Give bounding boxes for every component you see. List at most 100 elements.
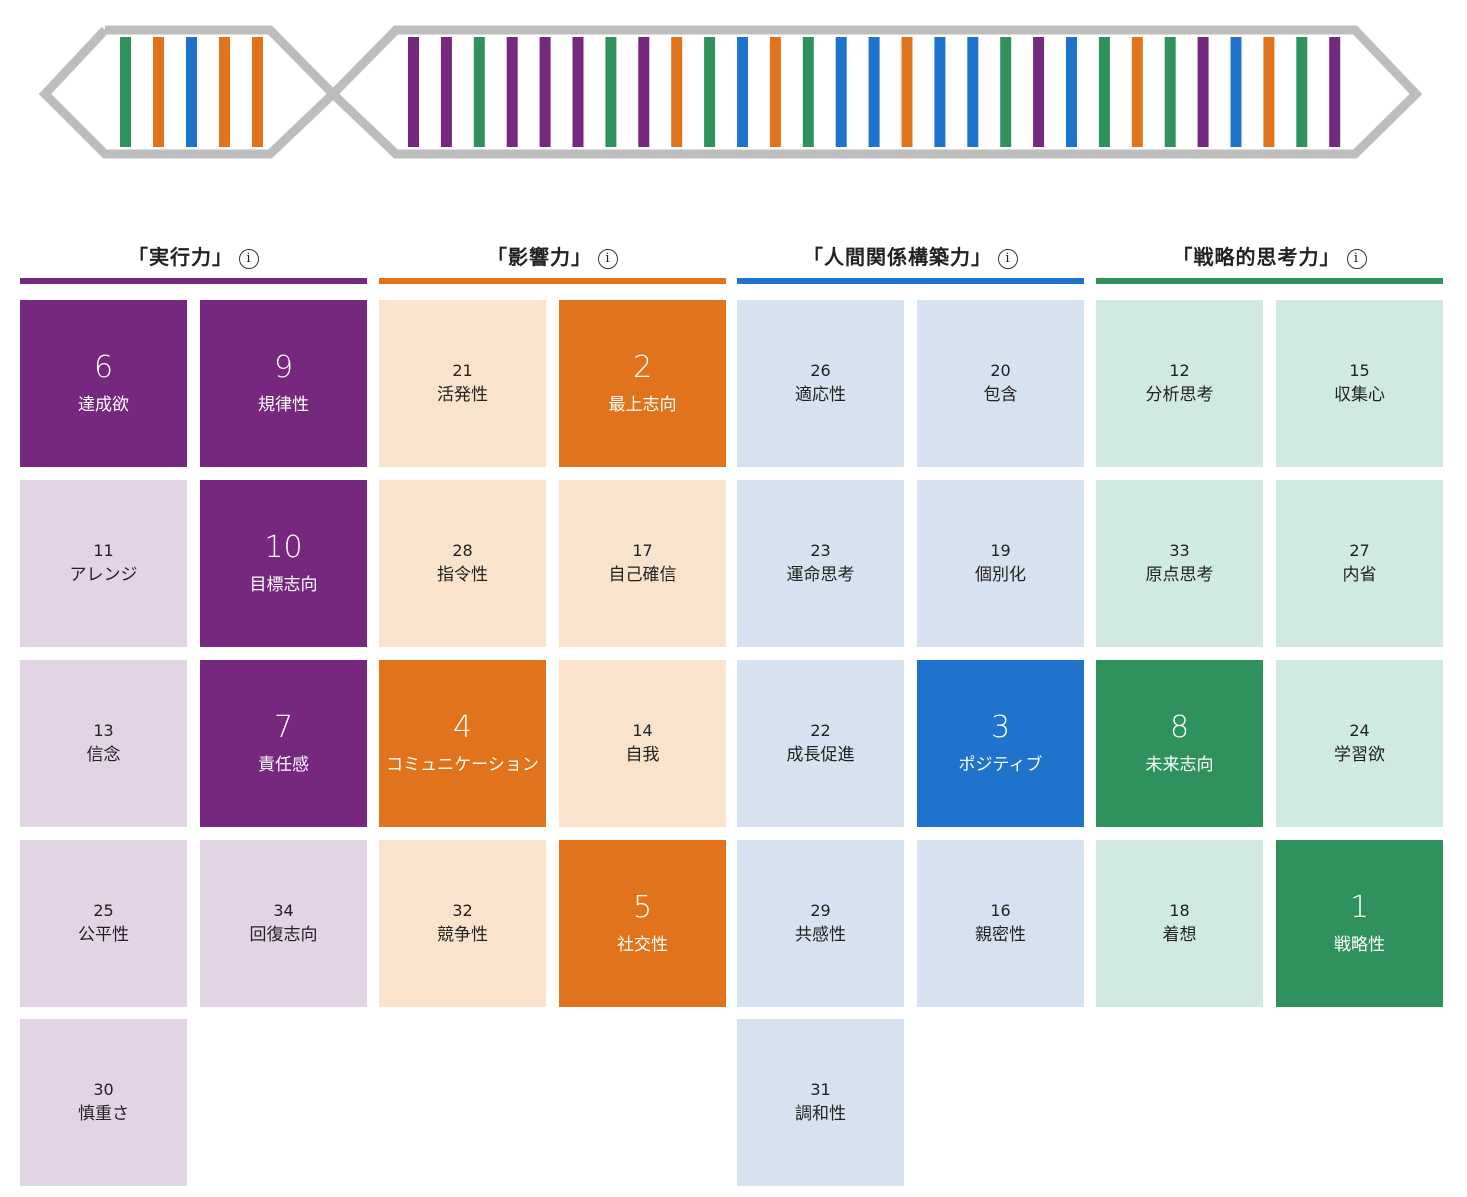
strength-tile[interactable]: 1 戦略性 [1276, 840, 1443, 1007]
strength-rank: 22 [810, 720, 831, 740]
domain-header-relationship: 「人間関係構築力」 i [737, 242, 1084, 284]
strength-name: コミュニケーション [386, 754, 539, 775]
strength-name: 成長促進 [786, 744, 855, 765]
strength-rank: 16 [990, 900, 1011, 920]
strength-name: ポジティブ [958, 754, 1043, 775]
strength-tile[interactable]: 17 自己確信 [559, 480, 726, 647]
strength-tile[interactable]: 16 親密性 [917, 840, 1084, 1007]
dna-right-bar-26 [1230, 37, 1242, 147]
dna-right-bar-8 [638, 37, 650, 147]
info-icon[interactable]: i [239, 248, 259, 269]
dna-right-bar-7 [605, 37, 617, 147]
strength-tile[interactable]: 2 最上志向 [559, 300, 726, 467]
strengths-dna-graphic [38, 25, 1423, 159]
dna-right-bar-14 [835, 37, 847, 147]
domain-title-row: 「影響力」 i [379, 244, 726, 270]
domain-title: 「実行力」 [128, 245, 233, 269]
domain-title: 「人間関係構築力」 [803, 245, 992, 269]
strength-rank: 33 [1169, 540, 1190, 560]
info-icon[interactable]: i [1346, 248, 1367, 269]
domain-underline [20, 278, 367, 284]
strength-name: 親密性 [975, 924, 1026, 945]
strength-rank: 12 [1169, 360, 1190, 380]
strength-name: 慎重さ [78, 1103, 129, 1124]
info-icon[interactable]: i [998, 248, 1018, 269]
strength-rank: 1 [1349, 889, 1370, 925]
strength-tile[interactable]: 30 慎重さ [20, 1019, 187, 1186]
strength-rank: 31 [810, 1079, 831, 1099]
strength-name: 戦略性 [1334, 934, 1385, 955]
strength-name: 調和性 [795, 1103, 846, 1124]
strength-rank: 25 [93, 900, 114, 920]
strength-rank: 30 [93, 1079, 114, 1099]
strength-tile[interactable]: 31 調和性 [737, 1019, 904, 1186]
strength-name: 原点思考 [1145, 564, 1214, 585]
strength-name: 社交性 [617, 934, 668, 955]
dna-right-bar-15 [868, 37, 880, 147]
domain-title-row: 「人間関係構築力」 i [737, 244, 1084, 270]
strength-rank: 9 [273, 349, 294, 385]
dna-right-bar-5 [539, 37, 551, 147]
strength-name: 自己確信 [608, 564, 677, 585]
strength-name: 着想 [1162, 924, 1197, 945]
strength-name: 活発性 [437, 384, 488, 405]
dna-right-bar-20 [1033, 37, 1045, 147]
dna-frame-right [329, 25, 1423, 159]
dna-right-bar-22 [1098, 37, 1110, 147]
domain-title: 「影響力」 [487, 245, 592, 269]
dna-right-bar-11 [737, 37, 748, 147]
info-icon[interactable]: i [598, 248, 618, 269]
dna-right-bar-23 [1131, 37, 1143, 147]
dna-right-bar-17 [934, 37, 946, 147]
strength-rank: 29 [810, 900, 831, 920]
strength-tile[interactable]: 22 成長促進 [737, 660, 904, 827]
dna-right-bar-25 [1197, 37, 1209, 147]
strength-rank: 20 [990, 360, 1011, 380]
strength-rank: 17 [632, 540, 653, 560]
strength-name: 内省 [1342, 564, 1377, 585]
dna-right-bar-9 [671, 37, 683, 147]
strength-rank: 10 [264, 529, 303, 565]
dna-left-bar-5 [252, 37, 263, 147]
strength-rank: 27 [1349, 540, 1370, 560]
domain-header-executing: 「実行力」 i [20, 242, 367, 284]
strength-tile[interactable]: 27 内省 [1276, 480, 1443, 647]
dna-right-bar-29 [1329, 37, 1341, 147]
strength-name: 適応性 [795, 384, 846, 405]
dna-right-bar-16 [901, 37, 913, 147]
strength-name: 最上志向 [608, 394, 677, 415]
strength-name: 未来志向 [1145, 754, 1214, 775]
strength-rank: 15 [1349, 360, 1370, 380]
dna-right-bar-3 [473, 37, 485, 147]
dna-frame-left [38, 25, 340, 159]
strength-rank: 23 [810, 540, 831, 560]
strength-rank: 2 [632, 349, 653, 385]
dna-right-bar-13 [802, 37, 814, 147]
strength-tile[interactable]: 33 原点思考 [1096, 480, 1263, 647]
